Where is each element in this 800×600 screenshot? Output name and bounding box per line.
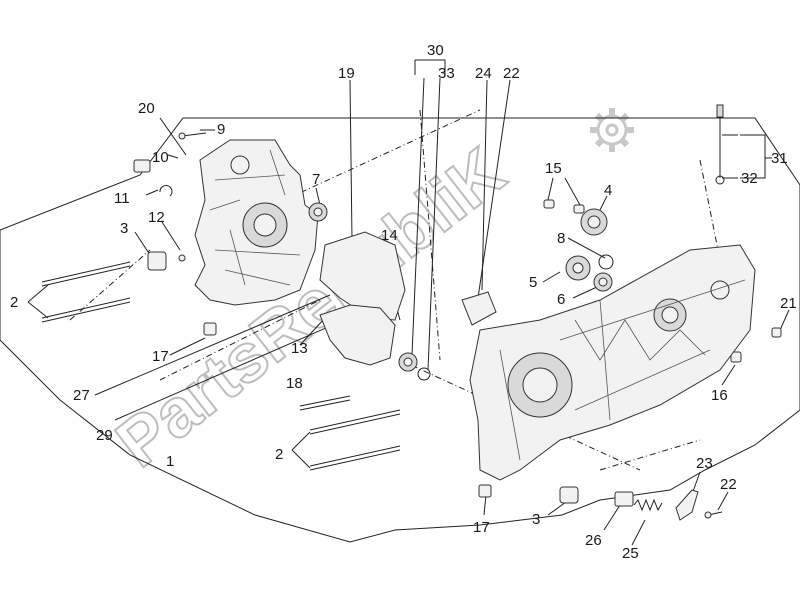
pin-18 <box>299 395 351 411</box>
callout-14: 14 <box>381 227 398 244</box>
spring-25 <box>633 498 663 512</box>
stud-bolts-2-right <box>309 409 401 471</box>
bracket-23 <box>675 489 699 521</box>
callout-3-right: 3 <box>532 511 540 528</box>
callout-31: 31 <box>771 150 788 167</box>
circlip-8 <box>598 254 614 270</box>
bushing-26 <box>614 491 634 507</box>
callout-25: 25 <box>622 545 639 562</box>
callout-19: 19 <box>338 65 355 82</box>
callout-18: 18 <box>286 375 303 392</box>
plug-21 <box>771 327 782 338</box>
dowel-15b <box>573 204 585 214</box>
watermark-gear-icon <box>590 108 634 152</box>
screw-22 <box>704 511 723 519</box>
callout-11: 11 <box>114 190 130 207</box>
stud-bolts-2-left <box>41 261 131 323</box>
callout-17-left: 17 <box>152 348 169 365</box>
oil-seal-6 <box>593 272 613 292</box>
callout-22-top: 22 <box>503 65 520 82</box>
callout-30: 30 <box>427 42 444 59</box>
callout-24: 24 <box>475 65 492 82</box>
callout-4: 4 <box>604 182 612 199</box>
dipstick-31 <box>716 104 724 178</box>
bearing-4 <box>580 208 608 236</box>
callout-33: 33 <box>438 65 455 82</box>
breather-plate-24 <box>461 291 497 326</box>
o-ring-33 <box>417 367 431 381</box>
screw-12 <box>178 254 186 262</box>
callout-17-right: 17 <box>473 519 490 536</box>
callout-12: 12 <box>148 209 165 226</box>
bushing-3-left <box>147 251 167 271</box>
callout-13: 13 <box>291 340 308 357</box>
oil-seal-33 <box>398 352 418 372</box>
callout-22-bottom: 22 <box>720 476 737 493</box>
left-crankcase-half <box>194 139 319 306</box>
callout-9: 9 <box>217 121 225 138</box>
callout-labels: 30 33 19 24 22 20 9 10 11 7 3 12 14 2 17… <box>10 42 797 562</box>
dowel-15a <box>543 199 555 209</box>
callout-10: 10 <box>152 149 169 166</box>
callout-3-left: 3 <box>120 220 128 237</box>
dowel-17-left <box>203 322 217 336</box>
callout-26: 26 <box>585 532 602 549</box>
callout-2-right: 2 <box>275 446 283 463</box>
group-boundary <box>0 117 800 543</box>
callout-29: 29 <box>96 427 113 444</box>
callout-20: 20 <box>138 100 155 117</box>
callout-27: 27 <box>73 387 90 404</box>
spacer-10 <box>133 159 151 173</box>
o-ring-32 <box>715 175 725 185</box>
callout-15: 15 <box>545 160 562 177</box>
dowel-16 <box>730 351 742 363</box>
callout-23: 23 <box>696 455 713 472</box>
dowel-17-right <box>478 484 492 498</box>
cover-gasket <box>319 304 396 366</box>
bushing-3-right <box>559 486 579 504</box>
callout-7: 7 <box>312 171 320 188</box>
oil-seal-7 <box>308 202 328 222</box>
right-crankcase-half <box>469 244 756 481</box>
circlip-11 <box>159 185 173 197</box>
bearing-5 <box>565 255 591 281</box>
callout-16: 16 <box>711 387 728 404</box>
callout-5: 5 <box>529 274 537 291</box>
callout-6: 6 <box>557 291 565 308</box>
callout-21: 21 <box>780 295 797 312</box>
callout-32: 32 <box>741 170 758 187</box>
screw-9 <box>178 132 207 140</box>
callout-2-left: 2 <box>10 294 18 311</box>
callout-1: 1 <box>166 453 174 470</box>
crankcase-gasket <box>319 231 406 321</box>
callout-8: 8 <box>557 230 565 247</box>
